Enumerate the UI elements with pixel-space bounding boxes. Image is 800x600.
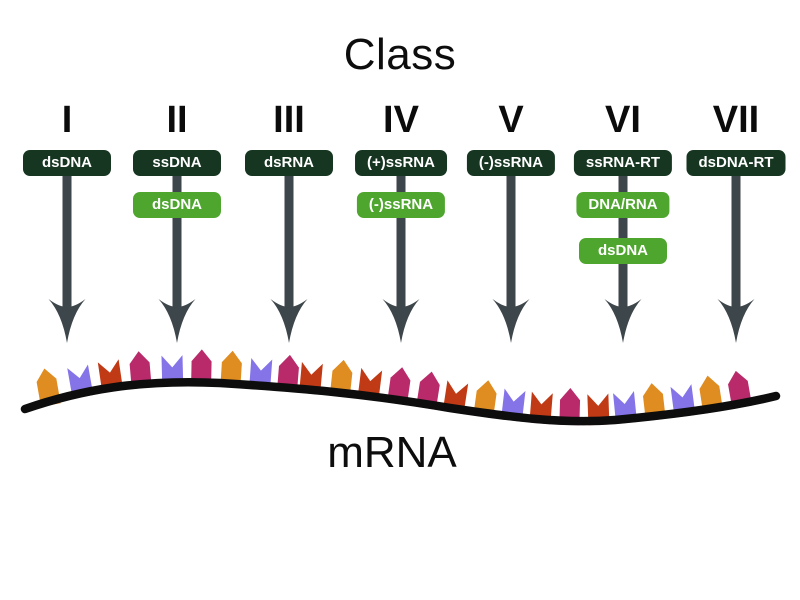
class-numeral-vii: VII	[712, 99, 760, 141]
mrna-strand	[20, 377, 781, 426]
class-numeral-iii: III	[273, 99, 305, 141]
class-numeral-ii: II	[166, 99, 188, 141]
nucleotide-pentagon-icon	[276, 354, 299, 393]
genome-badge-dark: (+)ssRNA	[355, 150, 447, 176]
class-numeral-iv: IV	[383, 99, 419, 141]
nucleotide-pentagon-icon	[220, 350, 242, 389]
genome-badge-dark: dsRNA	[245, 150, 333, 176]
genome-badge-dark: ssRNA-RT	[573, 150, 673, 176]
genome-badge-light: DNA/RNA	[576, 192, 670, 218]
down-arrow-icon	[48, 160, 86, 343]
genome-badge-dark: dsDNA-RT	[686, 150, 786, 176]
down-arrow-icon	[492, 160, 530, 343]
genome-badge-light: dsDNA	[133, 192, 221, 218]
class-numeral-v: V	[498, 99, 524, 141]
class-numeral-i: I	[61, 99, 73, 141]
down-arrow-icon	[382, 160, 420, 343]
genome-badge-light: (-)ssRNA	[356, 192, 446, 218]
class-numeral-vi: VI	[605, 99, 641, 141]
diagram-title: Class	[343, 30, 457, 79]
down-arrow-icon	[270, 160, 308, 343]
down-arrow-icon	[604, 160, 642, 343]
down-arrow-icon	[158, 160, 196, 343]
genome-badge-dark: (-)ssRNA	[466, 150, 556, 176]
genome-badge-light: dsDNA	[579, 238, 667, 264]
nucleotide-pentagon-icon	[191, 349, 212, 387]
mrna-label: mRNA	[327, 428, 457, 477]
genome-badge-dark: ssDNA	[133, 150, 221, 176]
down-arrow-icon	[717, 160, 755, 343]
nucleotide-pentagon-icon	[559, 387, 581, 426]
genome-badge-dark: dsDNA	[23, 150, 111, 176]
